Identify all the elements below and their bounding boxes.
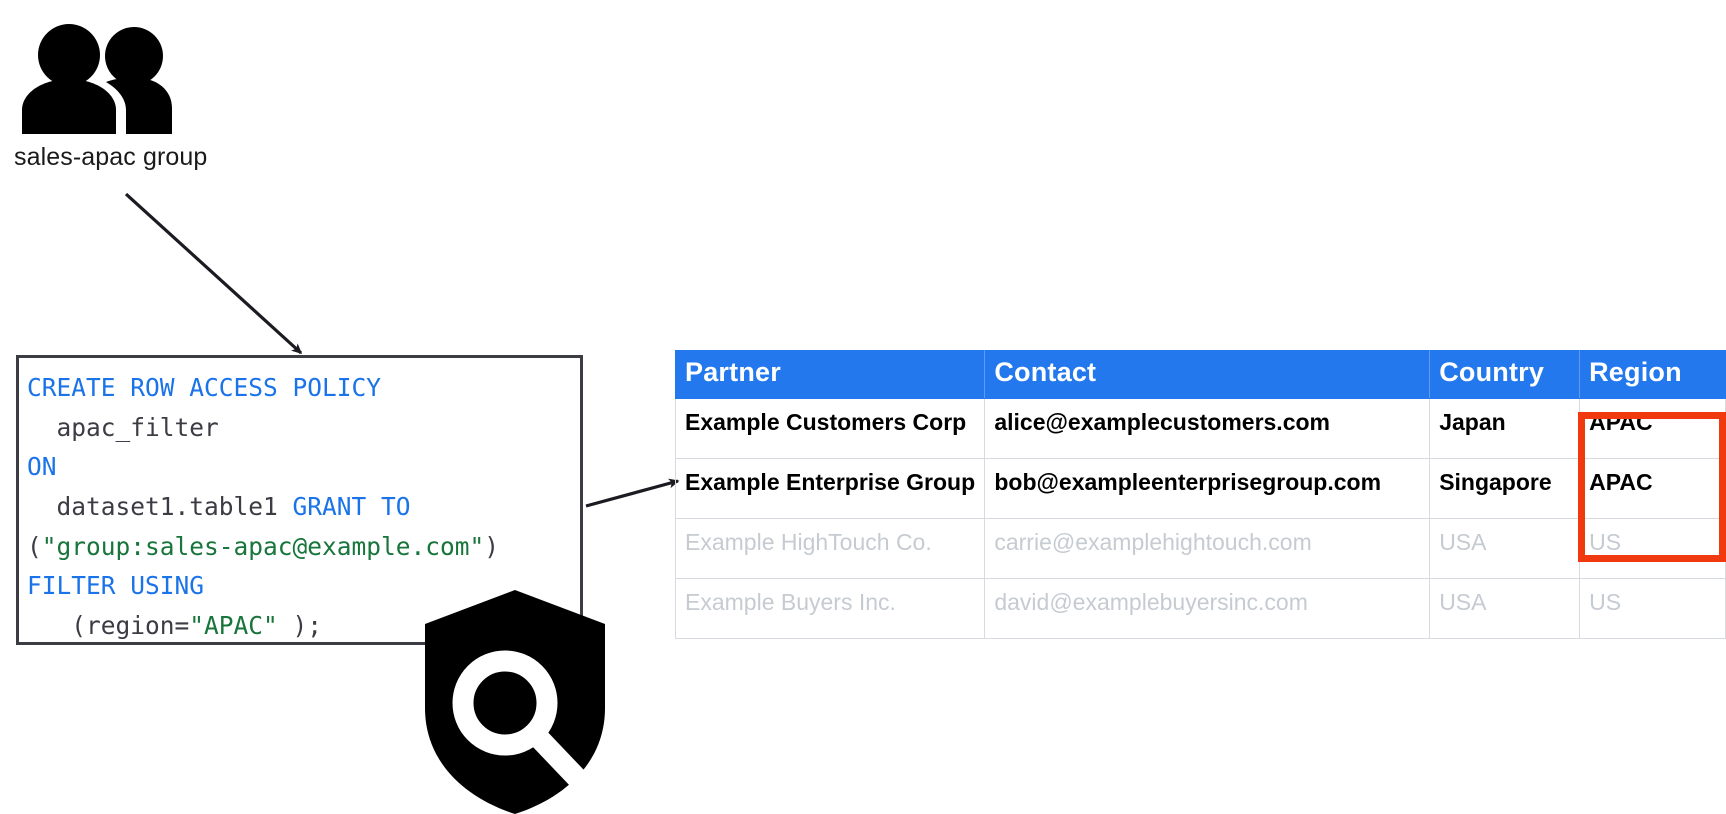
cell-country: Japan — [1429, 398, 1581, 459]
cell-contact: alice@examplecustomers.com — [984, 398, 1431, 459]
cell-contact: david@examplebuyersinc.com — [984, 578, 1431, 639]
cell-country: Singapore — [1429, 458, 1581, 519]
cell-partner: Example Enterprise Group — [674, 458, 986, 519]
group-label: sales-apac group — [14, 143, 208, 171]
cell-partner: Example Customers Corp — [674, 398, 986, 459]
arrow-policy-to-table — [585, 478, 680, 508]
column-header-region[interactable]: Region — [1579, 350, 1726, 399]
cell-region: US — [1579, 518, 1726, 579]
table-row[interactable]: Example HighTouch Co. carrie@examplehigh… — [674, 518, 1726, 579]
code-token: GRANT TO — [292, 492, 411, 522]
code-token: FILTER USING — [27, 571, 205, 601]
partner-table: Partner Contact Country Region Example C… — [674, 350, 1726, 639]
code-token: CREATE ROW ACCESS POLICY — [27, 373, 382, 402]
sales-apac-group-node: sales-apac group — [14, 22, 244, 172]
policy-sql-code: CREATE ROW ACCESS POLICY apac_filter ON … — [19, 358, 580, 646]
code-token: "APAC" — [189, 611, 278, 641]
code-token: ( — [27, 531, 42, 561]
table-row[interactable]: Example Enterprise Group bob@exampleente… — [674, 458, 1726, 519]
cell-region: US — [1579, 578, 1726, 639]
row-access-policy-code-box: CREATE ROW ACCESS POLICY apac_filter ON … — [16, 355, 583, 645]
code-token: "group:sales-apac@example.com" — [41, 531, 485, 561]
shield-magnifier-icon — [425, 590, 605, 814]
cell-partner: Example Buyers Inc. — [674, 578, 986, 639]
column-header-contact[interactable]: Contact — [984, 350, 1431, 399]
column-header-partner[interactable]: Partner — [674, 350, 986, 399]
arrow-group-to-policy — [124, 192, 303, 355]
table-header-row: Partner Contact Country Region — [674, 350, 1726, 399]
cell-region: APAC — [1579, 458, 1726, 519]
cell-partner: Example HighTouch Co. — [674, 518, 986, 579]
code-token: dataset1.table1 — [27, 492, 293, 522]
cell-country: USA — [1429, 518, 1581, 579]
code-token: apac_filter — [27, 412, 219, 442]
table-row[interactable]: Example Customers Corp alice@examplecust… — [674, 398, 1726, 459]
people-group-icon — [22, 24, 172, 134]
code-token: (region= — [27, 611, 190, 641]
code-token: ON — [27, 452, 57, 482]
table-row[interactable]: Example Buyers Inc. david@examplebuyersi… — [674, 578, 1726, 639]
cell-contact: carrie@examplehightouch.com — [984, 518, 1431, 579]
cell-contact: bob@exampleenterprisegroup.com — [984, 458, 1431, 519]
cell-region: APAC — [1579, 398, 1726, 459]
cell-country: USA — [1429, 578, 1581, 639]
code-token: ); — [277, 611, 323, 641]
code-token: ) — [484, 531, 500, 561]
column-header-country[interactable]: Country — [1429, 350, 1581, 399]
